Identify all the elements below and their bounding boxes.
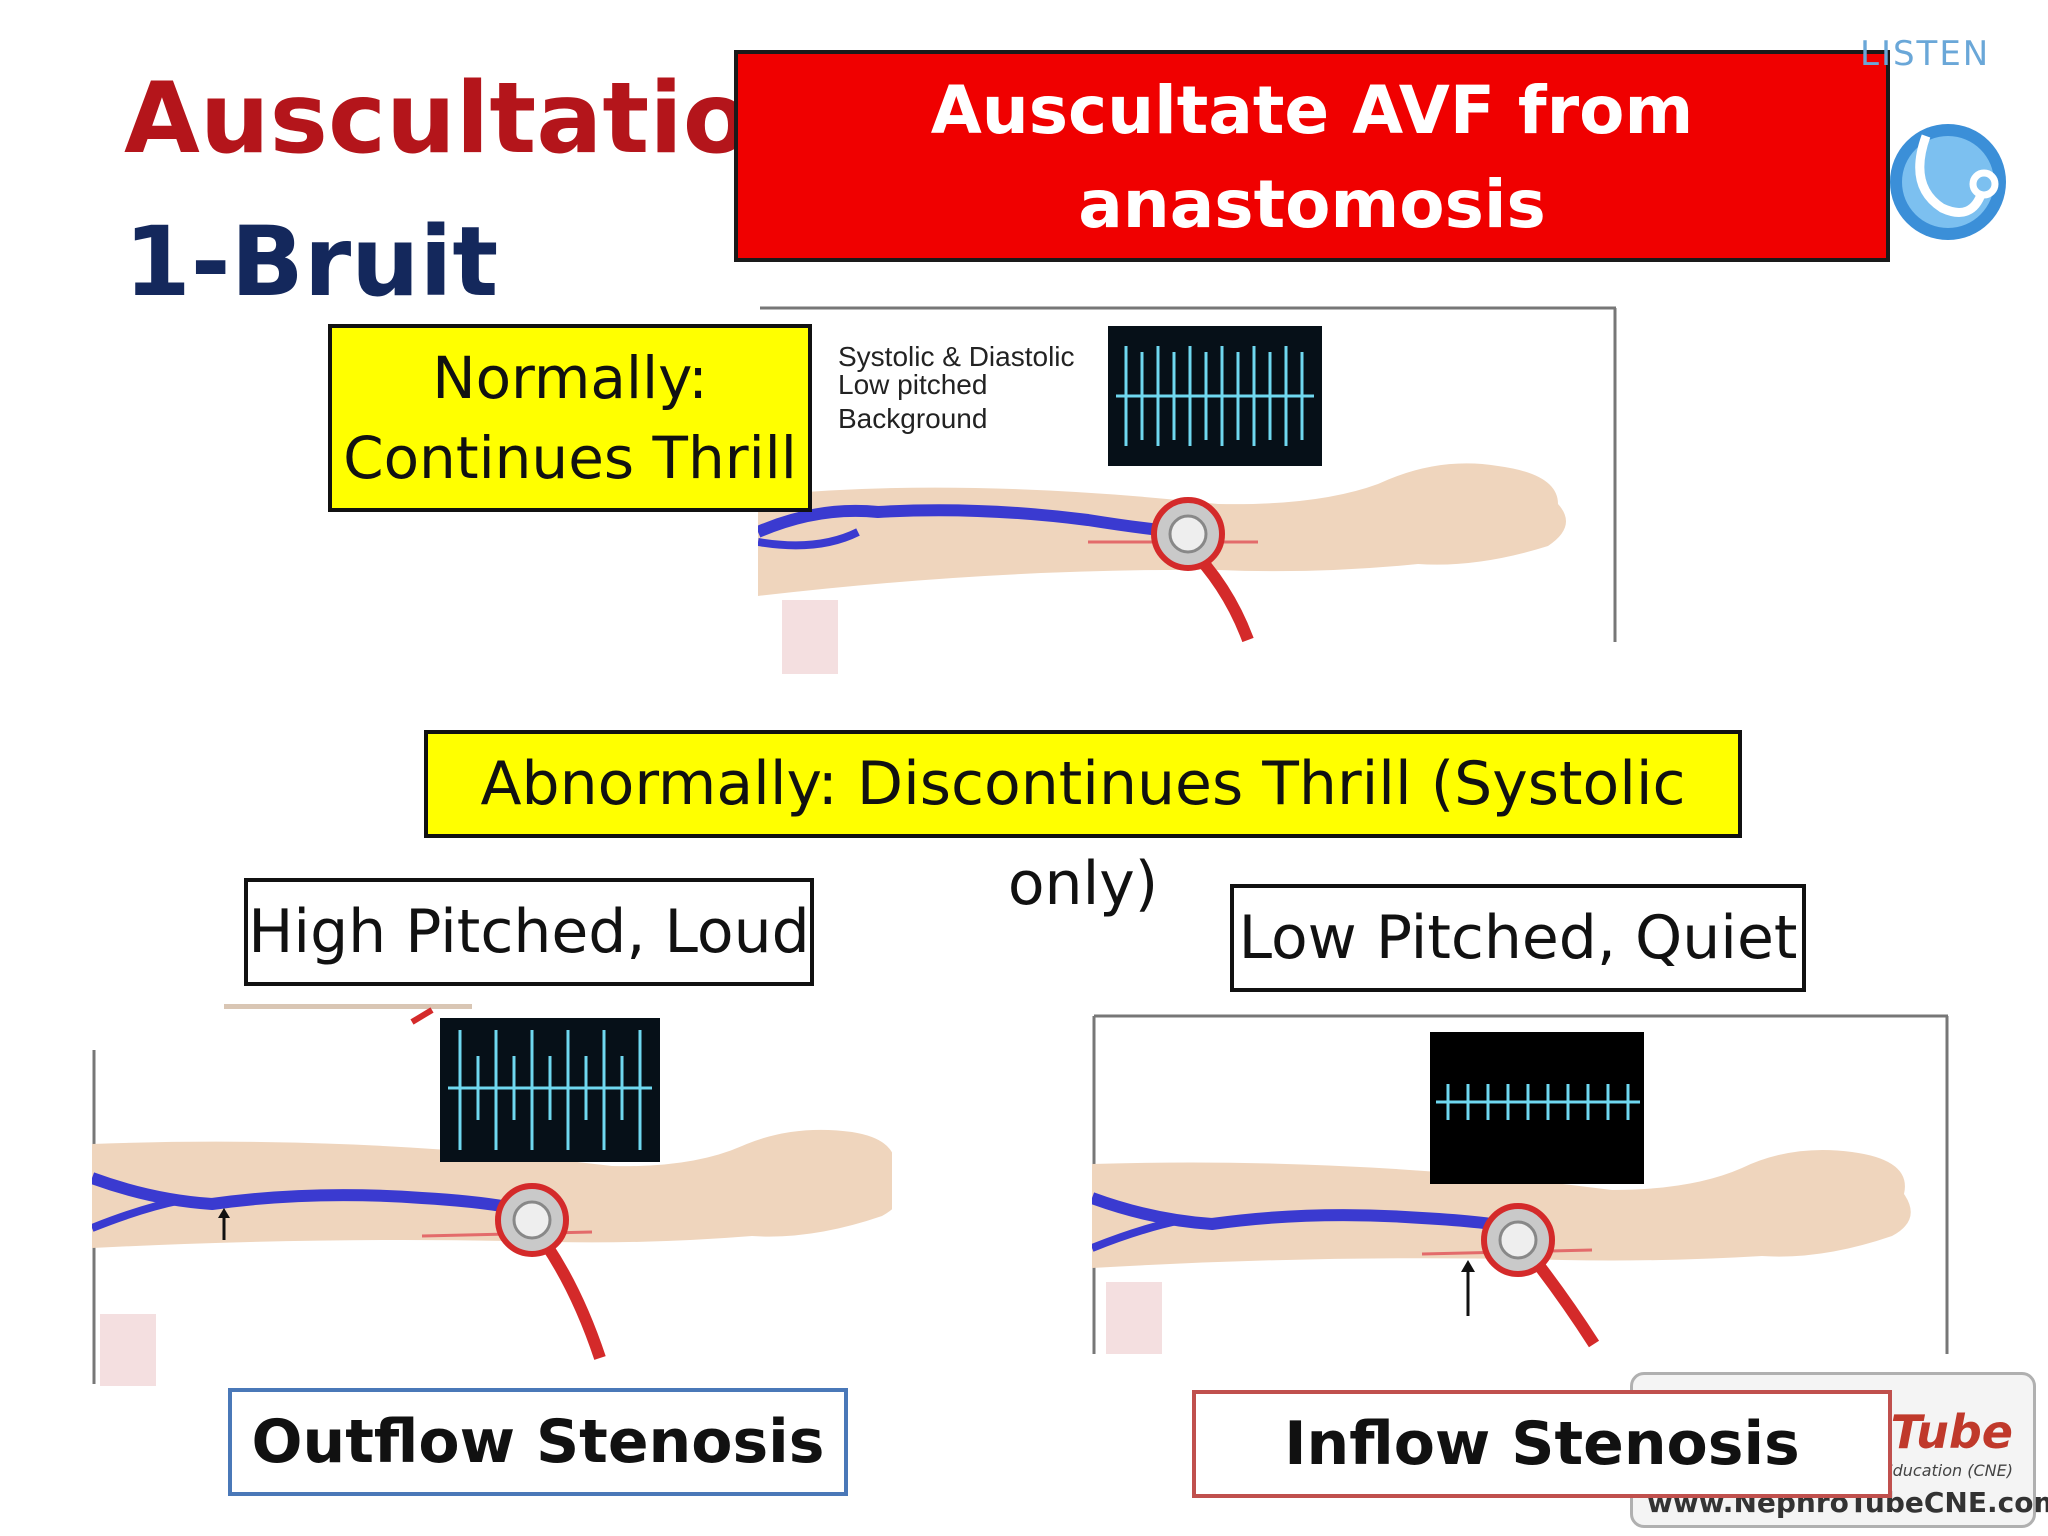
outflow-stenosis-label: Outflow Stenosis bbox=[228, 1388, 848, 1496]
slide-subtitle: 1-Bruit bbox=[124, 206, 499, 318]
slide-title: Auscultation bbox=[124, 62, 820, 176]
placeholder-square bbox=[100, 1314, 156, 1386]
instruction-line-1: Auscultate AVF from anastomosis bbox=[930, 72, 1694, 243]
high-pitched-label: High Pitched, Loud bbox=[244, 878, 814, 986]
arrow-up-icon bbox=[218, 1208, 230, 1240]
arrow-up-icon bbox=[1461, 1260, 1475, 1316]
inflow-arm-figure bbox=[1092, 1014, 1949, 1354]
figure-label-1: Systolic & Diastolic bbox=[838, 341, 1075, 372]
outflow-arm-figure bbox=[92, 1004, 892, 1384]
stethoscope-icon bbox=[1890, 124, 2006, 240]
normal-arm-figure: Systolic & Diastolic Low pitched Backgro… bbox=[758, 306, 1617, 642]
low-pitched-label: Low Pitched, Quiet bbox=[1230, 884, 1806, 992]
instruction-line-2: all way to chest wall bbox=[933, 260, 1691, 337]
normal-line-2: Continues Thrill bbox=[343, 424, 797, 492]
figure-label-3: Background bbox=[838, 403, 987, 434]
placeholder-square bbox=[1106, 1282, 1162, 1354]
logo-brand: Tube bbox=[1890, 1405, 2013, 1459]
arm-illustration bbox=[92, 1129, 892, 1248]
figure-label-2: Low pitched bbox=[838, 369, 987, 400]
placeholder-square bbox=[782, 600, 838, 674]
normal-thrill-box: Normally: Continues Thrill bbox=[328, 324, 812, 512]
logo-tagline: y Education (CNE) bbox=[1867, 1461, 2013, 1480]
instruction-banner: Auscultate AVF from anastomosis all way … bbox=[734, 50, 1890, 337]
waveform-icon bbox=[1430, 1032, 1644, 1184]
inflow-stenosis-label: Inflow Stenosis bbox=[1192, 1390, 1892, 1498]
abnormal-thrill-box: Abnormally: Discontinues Thrill (Systoli… bbox=[424, 730, 1742, 919]
listen-label: LISTEN bbox=[1860, 34, 1991, 74]
normal-line-1: Normally: bbox=[432, 344, 708, 412]
